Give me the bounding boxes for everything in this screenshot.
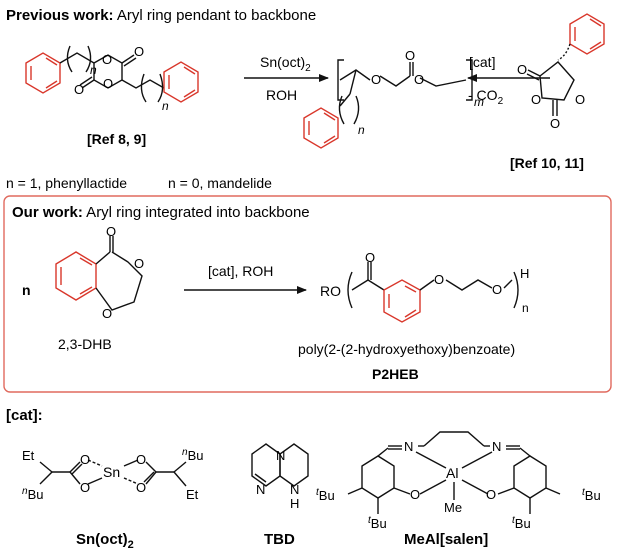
o-atom: O: [134, 44, 144, 59]
n-atom-salen-right: N: [492, 439, 501, 454]
o-atom: O: [103, 76, 113, 91]
o-atom: O: [80, 452, 90, 467]
ro-label: RO: [320, 283, 341, 299]
sn-atom: Sn: [103, 464, 120, 480]
note-phenyllactide: n = 1, phenyllactide: [6, 175, 127, 191]
n-atom-tbd-right: N: [290, 482, 299, 497]
o-atom: O: [550, 116, 560, 131]
sn-oct-structure: [39, 459, 187, 487]
m-label: m: [474, 95, 484, 109]
o-atom: O: [102, 306, 112, 321]
n-label-polymer: n: [358, 123, 365, 137]
o-atom: O: [405, 48, 415, 63]
tbd-structure: [251, 443, 309, 487]
meal-salen-structure: [347, 431, 561, 514]
note-mandelide: n = 0, mandelide: [168, 175, 272, 191]
tbd-label: TBD: [264, 531, 295, 548]
al-atom: Al: [446, 465, 458, 481]
h-label: H: [520, 266, 529, 281]
ref-10-11: [Ref 10, 11]: [510, 155, 584, 171]
nbu-label-right: nBu: [182, 447, 203, 463]
benzene-ring-dhb: [55, 251, 97, 301]
tbu-label: tBu: [582, 487, 601, 503]
o-atom: O: [134, 256, 144, 271]
benzene-ring-left: [25, 52, 61, 94]
o-atom: O: [136, 480, 146, 495]
o-atom: O: [106, 224, 116, 239]
n-label-right: n: [162, 99, 169, 113]
previous-work-heading-rest: Aryl ring pendant to backbone: [114, 7, 317, 24]
p2heb-label: P2HEB: [372, 366, 419, 382]
o-atom: O: [575, 92, 585, 107]
n-prefix-label: n: [22, 282, 31, 298]
sn-oct-label: Sn(oct)2: [76, 531, 134, 551]
cat-roh-reagent: [cat], ROH: [208, 263, 273, 279]
ref-8-9: [Ref 8, 9]: [87, 131, 146, 147]
h-atom-tbd: H: [290, 496, 299, 511]
o-atom: O: [434, 272, 444, 287]
nbu-label-left: nBu: [22, 486, 43, 502]
our-work-heading-rest: Aryl ring integrated into backbone: [83, 204, 310, 221]
n-atom-salen-left: N: [404, 439, 413, 454]
cat-reagent-top: [cat]: [469, 54, 495, 70]
polymer-name: poly(2-(2-hydroxyethoxy)benzoate): [298, 341, 515, 357]
lactide-monomer-structure: [25, 45, 199, 103]
o-atom: O: [102, 52, 112, 67]
our-work-box: [3, 195, 612, 393]
meal-salen-label: MeAl[salen]: [404, 531, 488, 548]
sn-oct-reagent: Sn(oct)2: [260, 54, 311, 74]
co2-label: - CO2: [468, 87, 504, 107]
tbu-label: tBu: [316, 487, 335, 503]
n-atom-tbd-left: N: [256, 482, 265, 497]
o-atom: O: [492, 282, 502, 297]
o-atom: O: [80, 480, 90, 495]
our-work-heading: Our work: Aryl ring integrated into back…: [12, 204, 310, 221]
benzene-ring-right: [163, 61, 199, 103]
o-atom: O: [531, 92, 541, 107]
o-atom: O: [365, 250, 375, 265]
et-label-left: Et: [22, 448, 35, 463]
polylactide-structure: [303, 59, 473, 149]
our-work-heading-bold: Our work:: [12, 204, 83, 221]
me-label: Me: [444, 500, 462, 515]
n-sub-label: n: [522, 301, 529, 315]
p2heb-structure: [347, 262, 519, 323]
o-atom: O: [517, 62, 527, 77]
dhb-label: 2,3-DHB: [58, 336, 112, 352]
et-label-right: Et: [186, 487, 199, 502]
previous-work-heading: Previous work: Aryl ring pendant to back…: [6, 7, 316, 24]
o-atom: O: [371, 72, 381, 87]
benzene-ring-polymer: [303, 107, 339, 149]
dhb-monomer-structure: [55, 236, 143, 311]
o-atom: O: [486, 487, 496, 502]
tbu-label: tBu: [512, 515, 531, 531]
previous-work-heading-bold: Previous work:: [6, 7, 114, 24]
benzene-ring-p2heb: [383, 279, 421, 323]
tbu-label: tBu: [368, 515, 387, 531]
n-label-left: n: [90, 63, 97, 77]
o-atom: O: [136, 452, 146, 467]
n-atom-tbd-top: N: [276, 448, 285, 463]
oca-monomer-structure: [526, 13, 605, 116]
roh-reagent: ROH: [266, 87, 297, 103]
o-atom: O: [410, 487, 420, 502]
o-atom: O: [74, 82, 84, 97]
o-atom: O: [414, 72, 424, 87]
catalysts-heading: [cat]:: [6, 407, 43, 424]
